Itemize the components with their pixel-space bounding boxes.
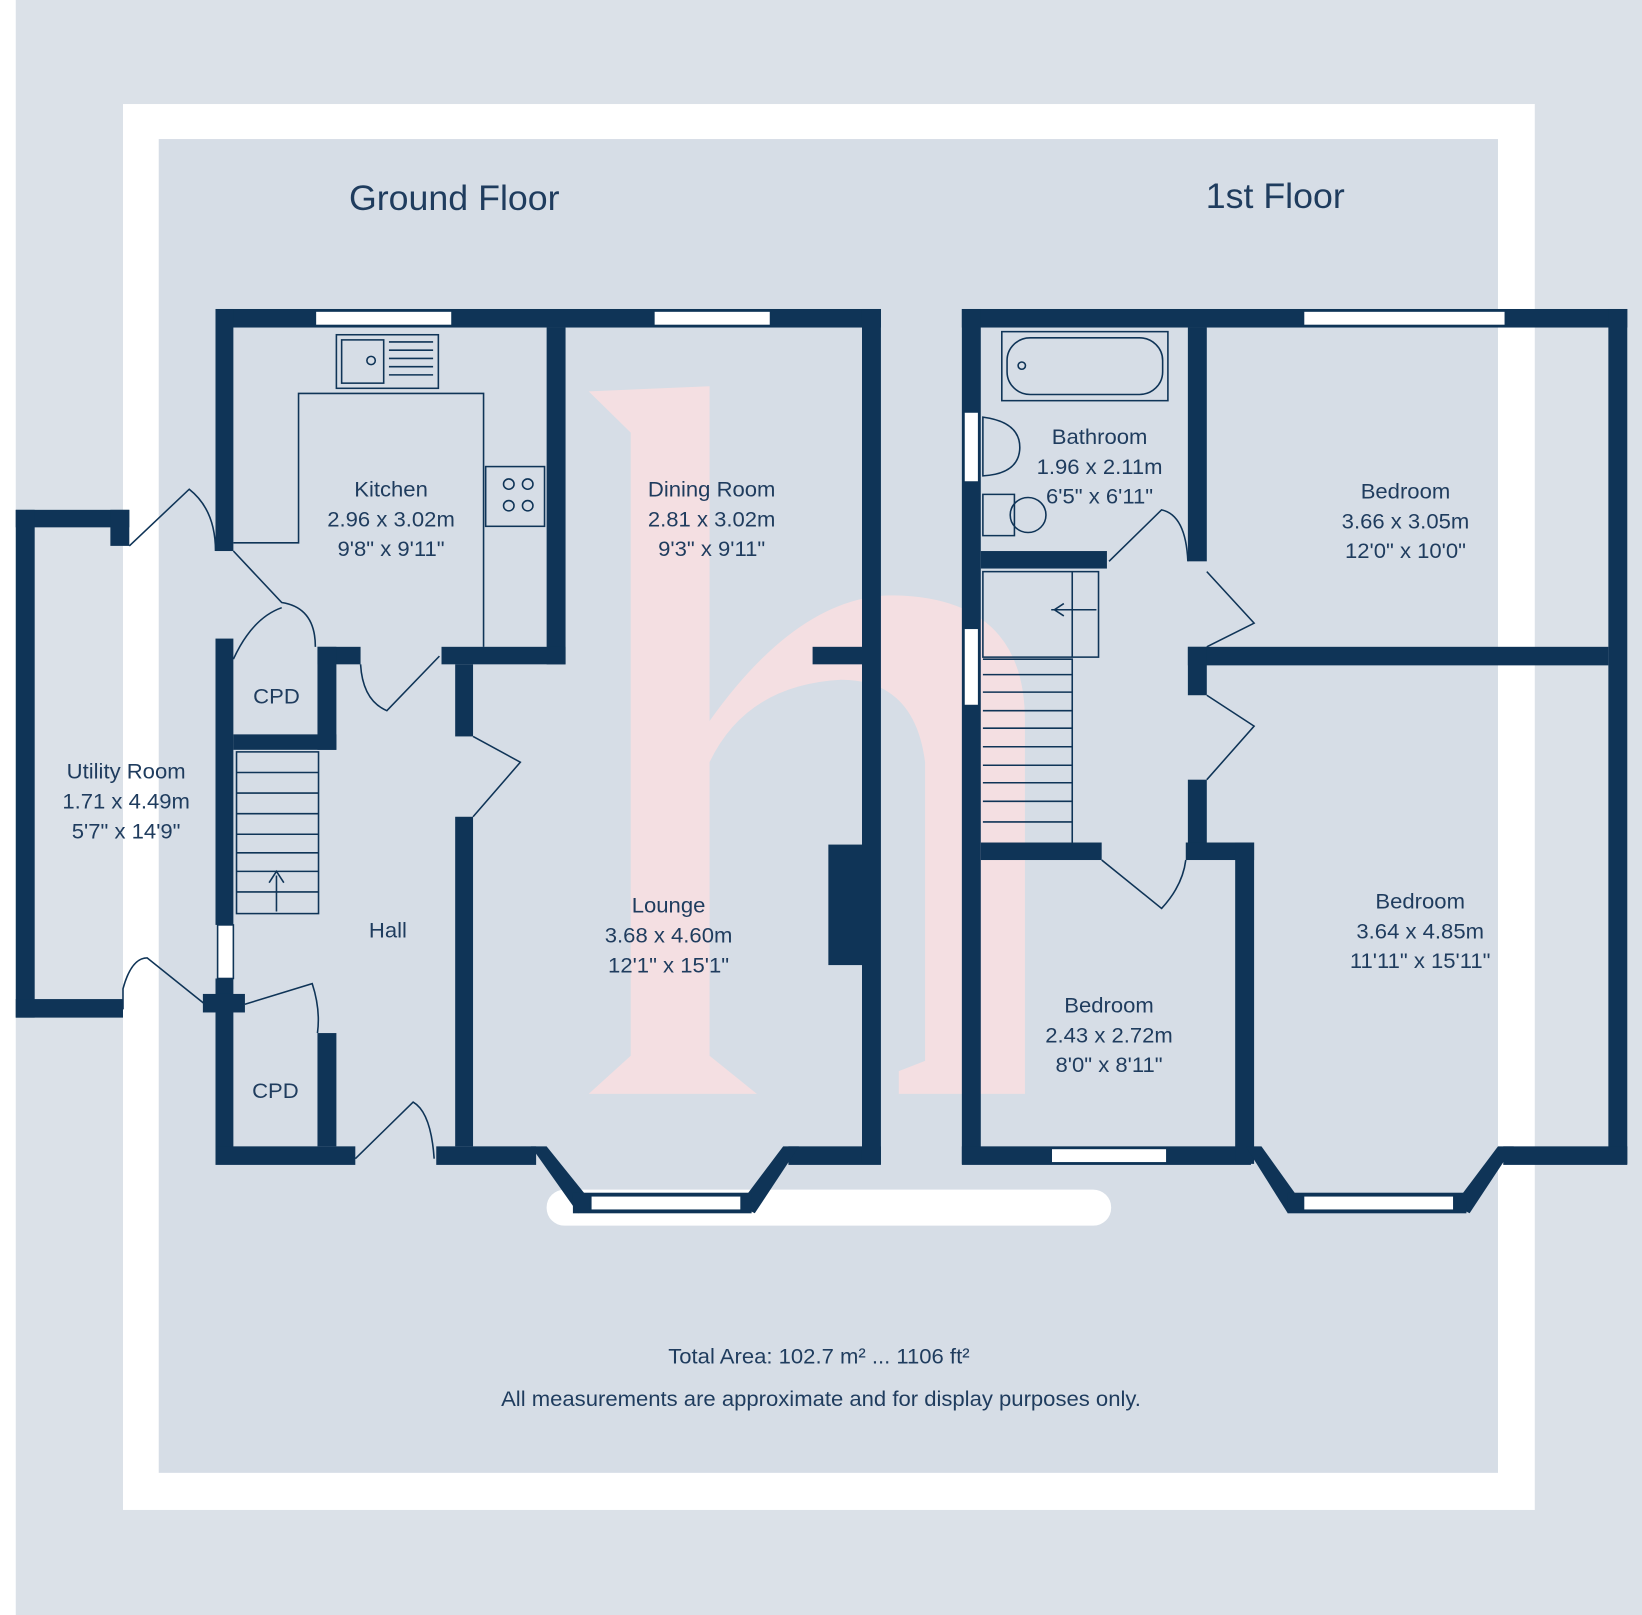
- room-label-utility-room: Utility Room 1.71 x 4.49m 5'7" x 14'9": [62, 759, 190, 843]
- svg-text:11'11" x 15'11": 11'11" x 15'11": [1350, 948, 1491, 973]
- svg-text:3.68 x 4.60m: 3.68 x 4.60m: [605, 923, 733, 948]
- svg-text:Utility Room: Utility Room: [67, 759, 186, 784]
- svg-text:Bedroom: Bedroom: [1064, 993, 1154, 1018]
- room-label-hall: Hall: [369, 917, 407, 942]
- room-label-bathroom: Bathroom 1.96 x 2.11m 6'5" x 6'11": [1037, 424, 1163, 508]
- svg-text:8'0" x 8'11": 8'0" x 8'11": [1055, 1052, 1162, 1077]
- room-label-bedroom-2: Bedroom 3.64 x 4.85m 11'11" x 15'11": [1350, 889, 1491, 973]
- svg-text:12'1" x 15'1": 12'1" x 15'1": [608, 953, 729, 978]
- svg-text:6'5" x 6'11": 6'5" x 6'11": [1046, 484, 1153, 509]
- first-floor-title: 1st Floor: [1206, 177, 1345, 216]
- watermark-logo: [588, 386, 1025, 1094]
- left-edge: [0, 0, 16, 1615]
- svg-text:2.81 x 3.02m: 2.81 x 3.02m: [648, 507, 776, 532]
- svg-text:Lounge: Lounge: [632, 893, 706, 918]
- svg-text:Bedroom: Bedroom: [1375, 889, 1465, 914]
- room-label-bedroom-3: Bedroom 2.43 x 2.72m 8'0" x 8'11": [1045, 993, 1173, 1077]
- room-label-lounge: Lounge 3.68 x 4.60m 12'1" x 15'1": [605, 893, 733, 977]
- svg-text:Bathroom: Bathroom: [1052, 424, 1148, 449]
- svg-text:3.66 x 3.05m: 3.66 x 3.05m: [1342, 509, 1470, 534]
- room-label-cpd-upper: CPD: [253, 684, 300, 709]
- svg-text:2.96 x 3.02m: 2.96 x 3.02m: [327, 507, 455, 532]
- svg-text:2.43 x 2.72m: 2.43 x 2.72m: [1045, 1023, 1173, 1048]
- room-label-kitchen: Kitchen 2.96 x 3.02m 9'8" x 9'11": [327, 477, 455, 561]
- svg-text:Bedroom: Bedroom: [1361, 479, 1451, 504]
- svg-text:Dining Room: Dining Room: [648, 477, 776, 502]
- room-label-bedroom-1: Bedroom 3.66 x 3.05m 12'0" x 10'0": [1342, 479, 1470, 563]
- room-label-dining-room: Dining Room 2.81 x 3.02m 9'3" x 9'11": [648, 477, 776, 561]
- svg-text:3.64 x 4.85m: 3.64 x 4.85m: [1356, 919, 1484, 944]
- svg-text:12'0" x 10'0": 12'0" x 10'0": [1345, 538, 1466, 563]
- svg-text:1.71 x 4.49m: 1.71 x 4.49m: [62, 789, 190, 814]
- inner-panel: [158, 139, 1498, 1473]
- room-label-cpd-lower: CPD: [252, 1078, 299, 1103]
- svg-text:1.96 x 2.11m: 1.96 x 2.11m: [1037, 454, 1163, 479]
- svg-text:9'8" x 9'11": 9'8" x 9'11": [337, 536, 444, 561]
- svg-text:Kitchen: Kitchen: [354, 477, 428, 502]
- ground-floor-windows: [216, 310, 772, 1211]
- total-area: Total Area: 102.7 m² ... 1106 ft²: [668, 1344, 969, 1369]
- disclaimer: All measurements are approximate and for…: [501, 1386, 1141, 1411]
- first-floor-windows: [963, 310, 1507, 1211]
- svg-text:9'3" x 9'11": 9'3" x 9'11": [658, 536, 765, 561]
- ground-floor-title: Ground Floor: [349, 179, 560, 218]
- svg-text:5'7" x 14'9": 5'7" x 14'9": [72, 819, 181, 844]
- ground-floor-fixtures: [122, 333, 546, 1160]
- first-floor-fixtures: [982, 330, 1256, 910]
